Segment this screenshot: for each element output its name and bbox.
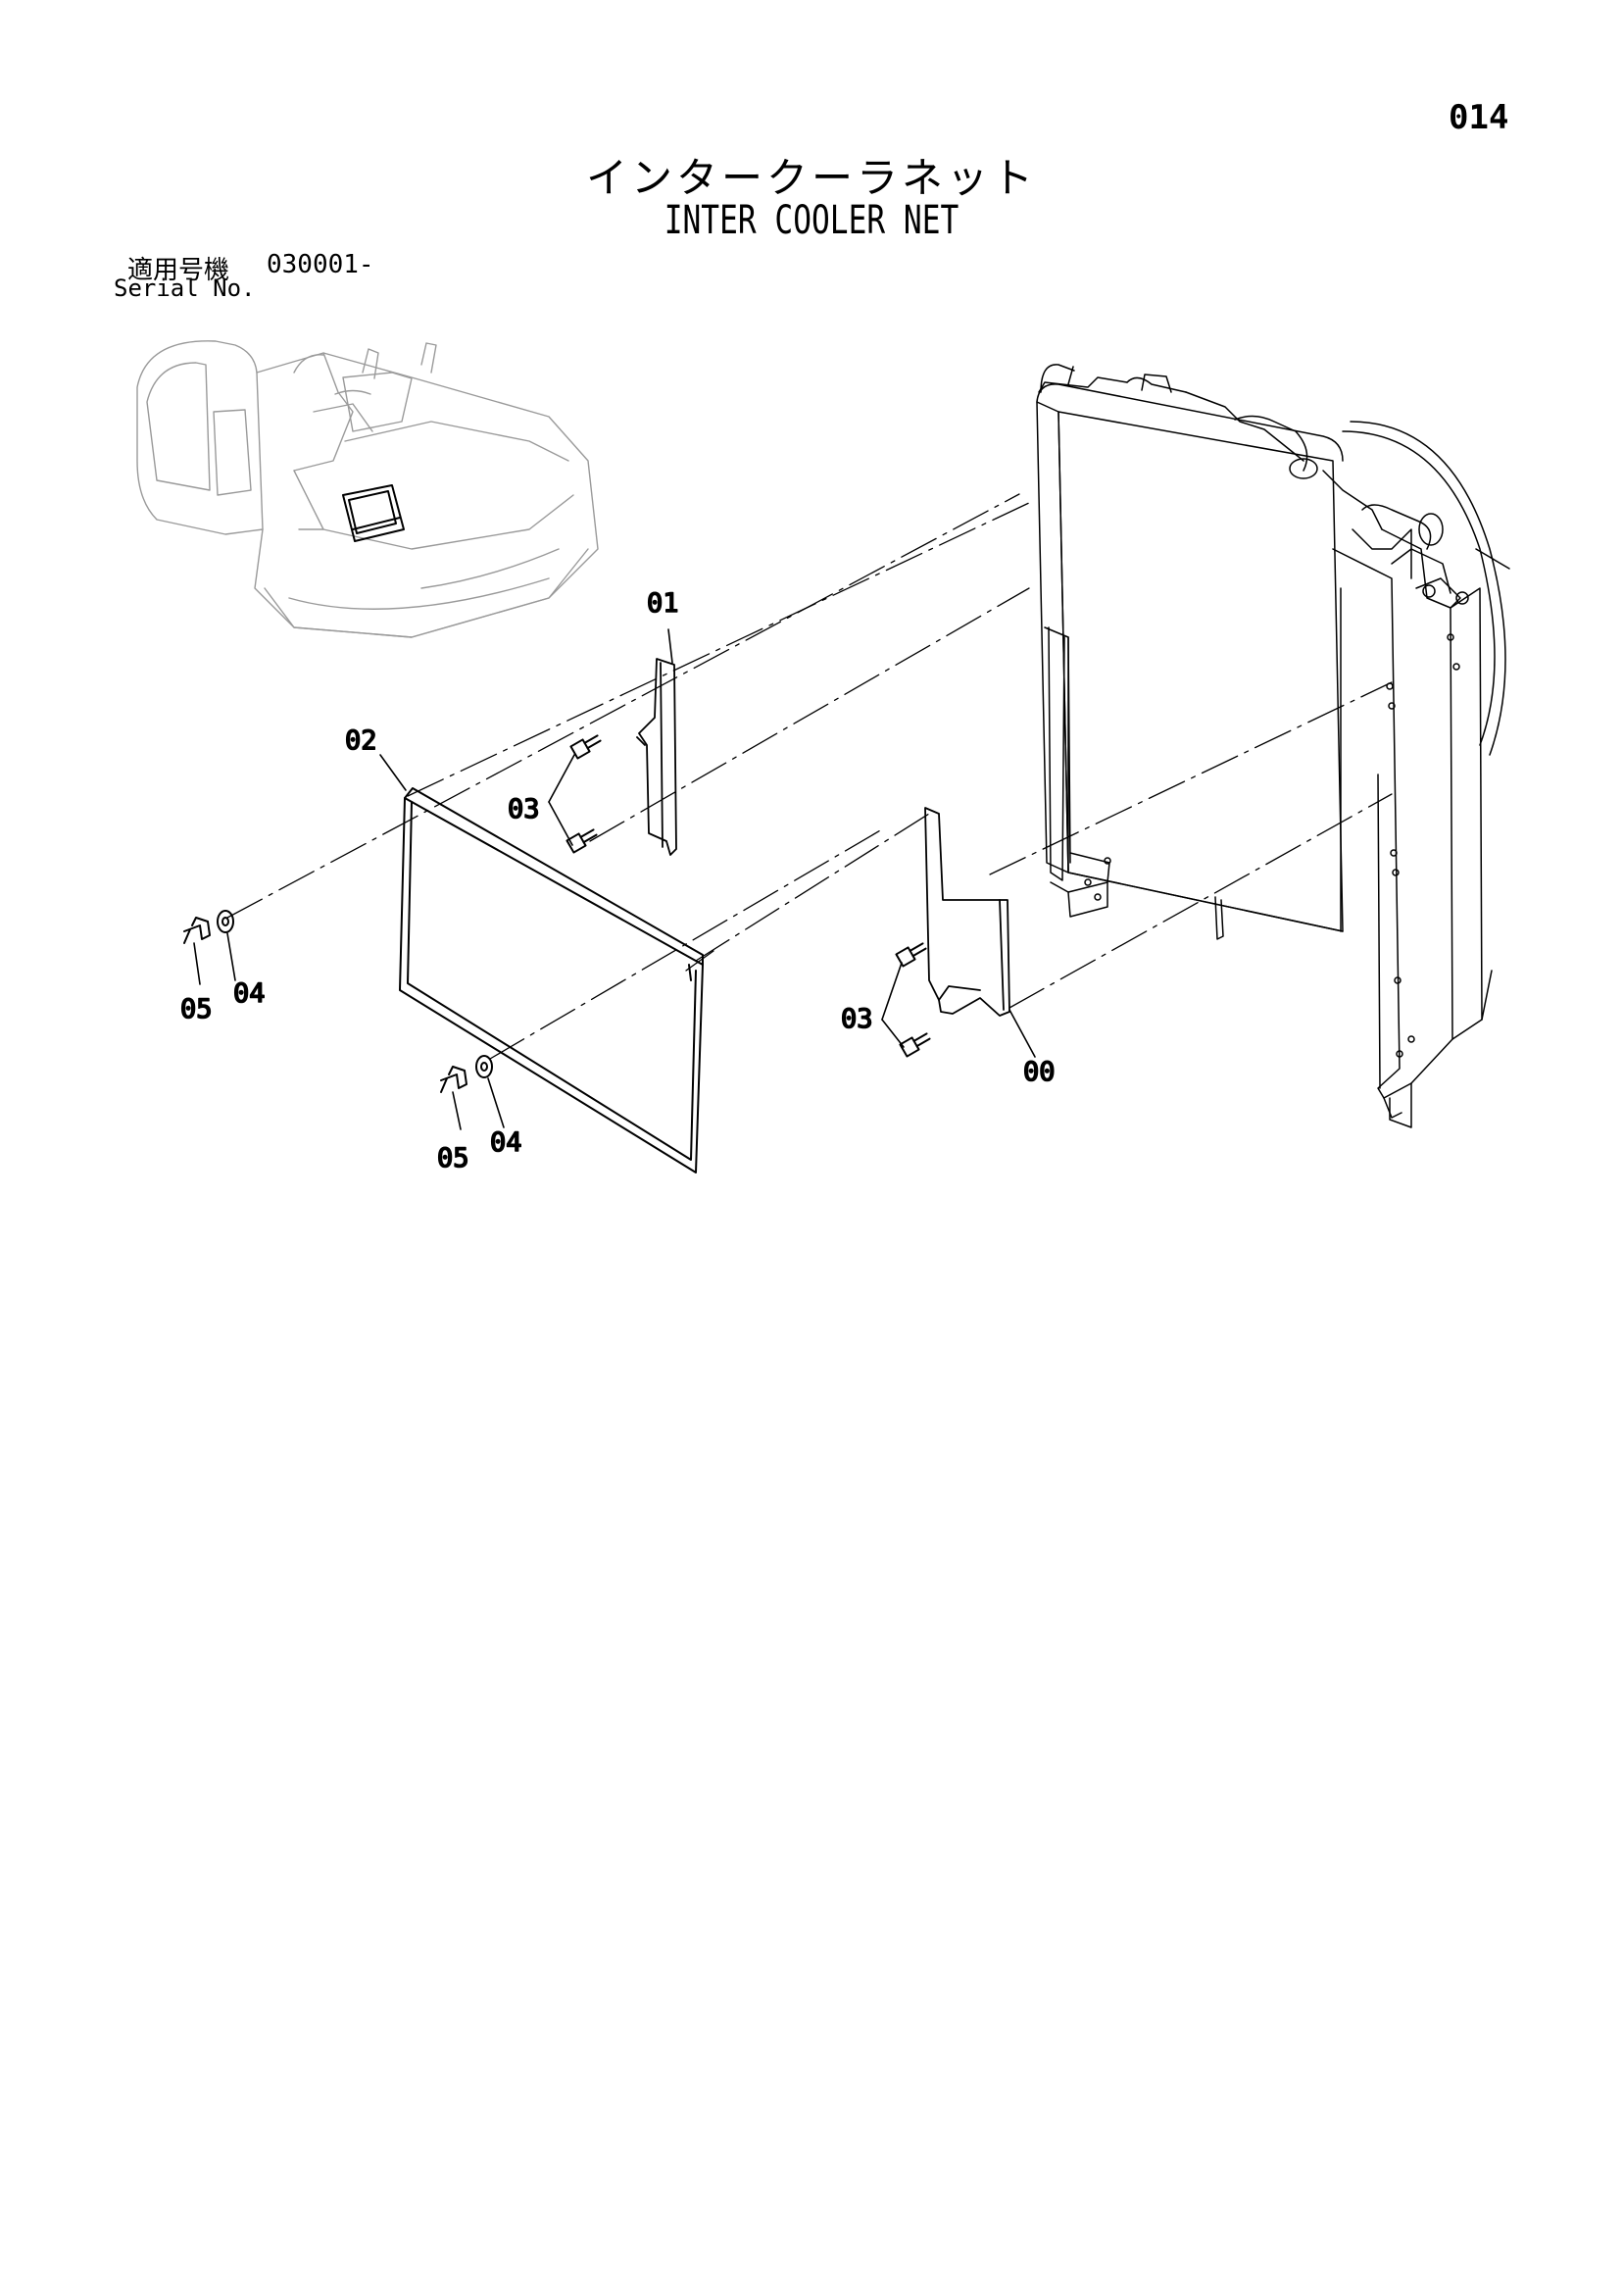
callout-03-left: 03 — [508, 794, 540, 824]
page-number: 014 — [1449, 98, 1509, 137]
wing-nut-group — [183, 917, 467, 1093]
serial-label-english: Serial No. — [114, 275, 256, 302]
bolt-group — [566, 734, 931, 1058]
washer-group — [217, 910, 493, 1078]
assembly-lines — [226, 493, 1393, 1060]
callout-02: 02 — [345, 725, 377, 756]
title-japanese: インタークーラネット — [585, 154, 1037, 202]
callout-04-left: 04 — [233, 978, 266, 1009]
serial-number: 030001- — [267, 250, 374, 279]
radiator-assembly — [1036, 364, 1510, 1128]
leader-lines — [193, 628, 1036, 1130]
serial-label-japanese: 適用号機 — [127, 256, 230, 285]
callout-01: 01 — [647, 588, 679, 619]
title-english: INTER COOLER NET — [664, 198, 959, 243]
bracket-right — [924, 807, 1010, 1017]
thumbnail-highlight — [342, 484, 405, 542]
bracket-left — [636, 658, 677, 856]
callout-03-right: 03 — [841, 1004, 873, 1034]
callout-04-bottom: 04 — [490, 1127, 522, 1158]
excavator-thumbnail — [136, 340, 599, 638]
callout-05-bottom: 05 — [437, 1143, 469, 1173]
inter-cooler-net — [399, 787, 704, 1173]
callout-00: 00 — [1023, 1057, 1056, 1087]
callout-05-left: 05 — [180, 994, 213, 1024]
